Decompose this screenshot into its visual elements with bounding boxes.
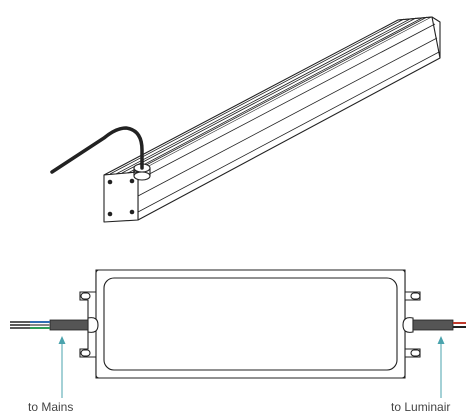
to-mains-label: to Mains [28, 400, 74, 414]
led-driver [79, 269, 421, 379]
mains-arrow [58, 336, 66, 398]
luminaire-cable [412, 319, 466, 331]
mains-cable [10, 319, 89, 331]
to-luminaire-label: to Luminair [391, 400, 451, 414]
bar-cable [50, 126, 144, 174]
luminaire-arrow [437, 336, 445, 398]
led-light-bar [103, 16, 441, 223]
